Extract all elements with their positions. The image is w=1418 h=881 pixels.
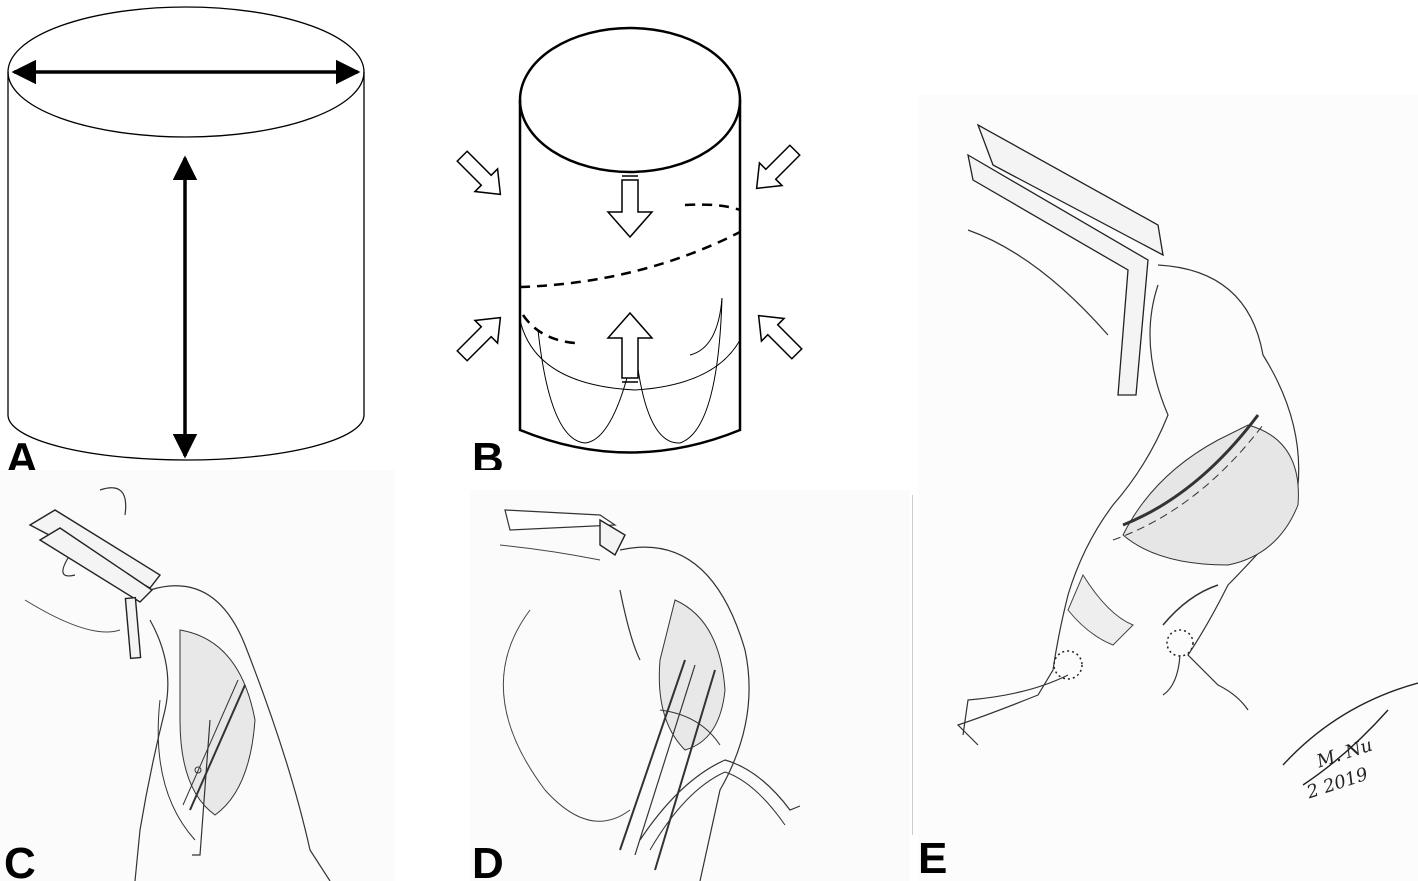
panel-e: M. Nu 2 2019 E (918, 95, 1418, 881)
signature-stroke (1282, 682, 1418, 786)
panel-e-label: E (918, 834, 948, 881)
panel-d: D (470, 490, 910, 881)
stapler-icon (599, 518, 626, 557)
stomach-e-drawing (956, 123, 1418, 786)
suture-site (1166, 629, 1194, 657)
hollow-arrow-right-top (755, 144, 801, 190)
hollow-arrow-up (606, 311, 654, 383)
cylinder-b-drawing (456, 26, 803, 454)
hollow-arrow-down (606, 175, 654, 239)
stapler-icon (28, 509, 162, 660)
hollow-arrow-left-top (456, 150, 502, 196)
panel-d-label: D (472, 839, 504, 881)
staple-line (1122, 414, 1260, 527)
panel-a-label: A (6, 434, 38, 471)
hollow-arrow-right-bottom (757, 314, 803, 360)
stapler-icon (967, 123, 1164, 396)
cylinder-a-drawing (7, 6, 365, 461)
panel-a: A (0, 0, 380, 470)
suture-site (1053, 650, 1083, 680)
hollow-arrow-left-bottom (456, 316, 502, 362)
panel-b: B (440, 0, 820, 470)
panel-divider (912, 495, 913, 835)
panel-b-label: B (472, 434, 504, 471)
stomach-c-drawing (24, 487, 331, 881)
panel-c: C (0, 470, 395, 881)
stomach-d-drawing (499, 509, 801, 881)
panel-c-label: C (4, 839, 36, 881)
